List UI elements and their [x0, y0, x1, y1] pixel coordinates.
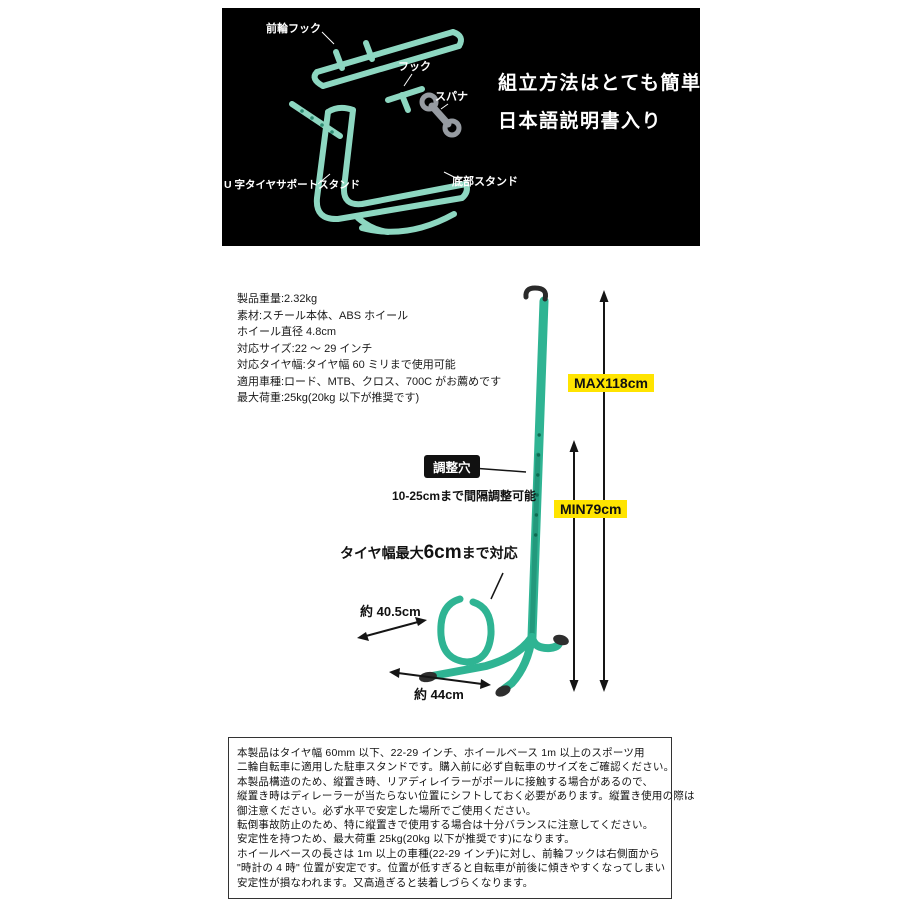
- stand-parts-tubes: [289, 29, 470, 235]
- adjustment-hole-badge: 調整穴: [424, 455, 480, 478]
- spec-line-max-load: 最大荷重:25kg(20kg 以下が推奨です): [237, 392, 420, 404]
- base-width-arrow: [389, 668, 491, 689]
- label-u-tire-support-stand: U 字タイヤサポートスタンド: [224, 179, 361, 191]
- base-width-label: 約 44cm: [414, 687, 464, 702]
- note-line: "時計の 4 時" 位置が安定です。位置が低すぎると自転車が前後に傾きやすくなっ…: [237, 862, 666, 875]
- spec-line-tire-width: 対応タイヤ幅:タイヤ幅 60 ミリまで使用可能: [237, 359, 456, 371]
- note-line: 二輪自転車に適用した駐車スタンドです。購入前に必ず自転車のサイズをご確認ください…: [237, 761, 675, 774]
- disassembled-parts-illustration: [289, 29, 470, 235]
- spec-list: 製品重量:2.32kg 素材:スチール本体、ABS ホイール ホイール直径 4.…: [237, 291, 501, 407]
- pole-adjustment-holes: [534, 433, 541, 537]
- spec-line-weight: 製品重量:2.32kg: [237, 293, 318, 305]
- label-bottom-stand: 底部スタンド: [452, 176, 518, 188]
- base-depth-label: 約 40.5cm: [360, 604, 421, 619]
- hero-headline-easy-assembly: 組立方法はとても簡単: [498, 73, 700, 94]
- note-line: ホイールベースの長さは 1m 以上の車種(22-29 インチ)に対し、前輪フック…: [237, 847, 660, 860]
- min-height-arrow: [569, 440, 579, 692]
- adjustment-range-note: 10-25cmまで間隔調整可能: [392, 489, 537, 503]
- min-height-label: MIN79cm: [554, 500, 628, 518]
- adjustment-holes: [300, 109, 334, 134]
- tire-width-value: 6cm: [423, 542, 462, 563]
- note-line: 縦置き時はディレーラーが当たらない位置にシフトしておく必要があります。縦置き使用…: [237, 790, 695, 803]
- note-line: 安定性が損なわれます。又高過ぎると装着しづらくなります。: [237, 876, 534, 889]
- max-height-arrow: [599, 290, 609, 692]
- tire-width-annotation: タイヤ幅最大6cmまで対応: [340, 542, 518, 564]
- base-depth-arrow: [357, 617, 427, 641]
- hero-headline-japanese-manual: 日本語説明書入り: [498, 111, 663, 132]
- label-spanner: スパナ: [435, 91, 468, 103]
- stand-diagram-illustration: [357, 285, 609, 697]
- front-wheel-hook: [523, 285, 548, 302]
- spec-line-wheel-diameter: ホイール直径 4.8cm: [237, 326, 337, 338]
- tire-width-prefix: タイヤ幅最大: [340, 545, 424, 561]
- stand-body: [428, 296, 564, 693]
- note-line: 御注意ください。必ず水平で安定した場所でご使用ください。: [237, 804, 537, 817]
- spanner-icon: [419, 92, 462, 138]
- label-pointer-lines: [317, 31, 461, 185]
- tire-width-suffix: まで対応: [461, 545, 518, 561]
- label-hook: フック: [398, 61, 431, 73]
- dimension-diagram: MAX118cm MIN79cm 調整穴 10-25cmまで間隔調整可能 タイヤ…: [320, 285, 654, 710]
- max-height-label: MAX118cm: [568, 374, 654, 392]
- spec-line-size-range: 対応サイズ:22 〜 29 インチ: [237, 342, 373, 355]
- annotation-pointer-lines: [471, 467, 527, 600]
- note-line: 本製品構造のため、縦置き時、リアディレイラーがポールに接触する場合があるので、: [237, 775, 654, 788]
- hero-section: 前輪フック フック スパナ U 字タイヤサポートスタンド 底部スタンド 組立方法…: [222, 8, 700, 246]
- spec-line-material: 素材:スチール本体、ABS ホイール: [237, 309, 409, 322]
- note-line: 本製品はタイヤ幅 60mm 以下、22-29 インチ、ホイールベース 1m 以上…: [237, 747, 645, 759]
- label-front-wheel-hook: 前輪フック: [266, 23, 321, 35]
- usage-notes-box: 本製品はタイヤ幅 60mm 以下、22-29 インチ、ホイールベース 1m 以上…: [228, 737, 695, 900]
- spec-line-bike-types: 適用車種:ロード、MTB、クロス、700C がお薦めです: [237, 375, 502, 388]
- note-line: 転倒事故防止のため、特に縦置きで使用する場合は十分バランスに注意してください。: [237, 819, 654, 832]
- note-line: 安定性を持つため、最大荷重 25kg(20kg 以下が推奨です)になります。: [237, 833, 575, 846]
